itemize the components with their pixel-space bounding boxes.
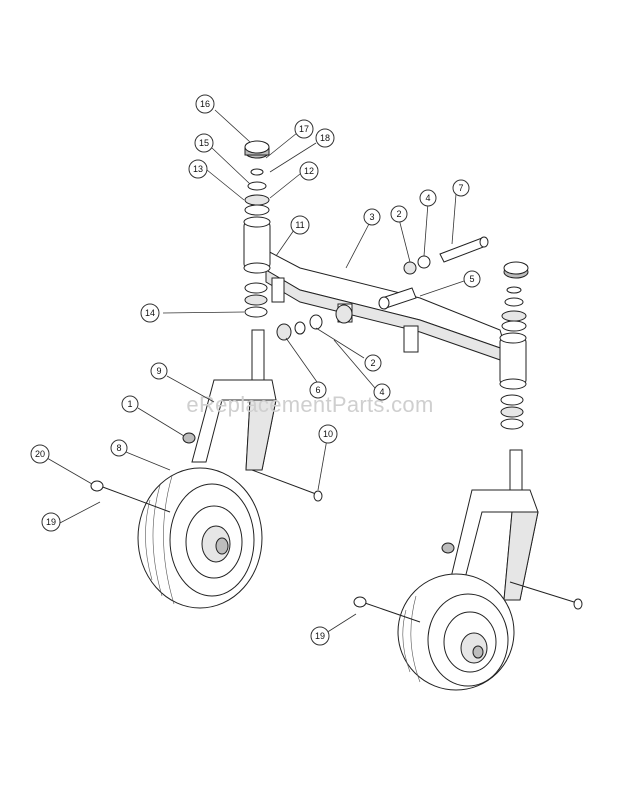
right-upper-bearing-stack	[501, 261, 529, 332]
left-nut	[182, 432, 196, 444]
left-spindle-housing	[243, 216, 271, 274]
callout-label: 2	[370, 358, 375, 368]
callout-label: 18	[320, 133, 330, 143]
callout-label: 16	[200, 99, 210, 109]
callout-label: 1	[127, 399, 132, 409]
callout-label: 4	[379, 387, 384, 397]
callout-label: 13	[193, 164, 203, 174]
callout-10: 10	[318, 424, 338, 444]
callout-17: 17	[294, 119, 314, 139]
callout-label: 14	[145, 308, 155, 318]
left-caster-fork	[191, 329, 277, 471]
right-axle-bolt	[353, 596, 421, 623]
callout-19-right: 19	[310, 626, 330, 646]
callout-label: 2	[396, 209, 401, 219]
callout-leaders	[46, 109, 465, 634]
callout-16: 16	[195, 94, 215, 114]
middle-hardware	[276, 304, 353, 341]
callout-label: 5	[469, 274, 474, 284]
callout-19-left: 19	[41, 512, 61, 532]
right-nut	[441, 542, 455, 554]
callout-8: 8	[110, 439, 128, 457]
right-spindle-bolt	[509, 581, 583, 610]
callout-9: 9	[150, 362, 168, 380]
callout-label: 9	[156, 366, 161, 376]
callout-3: 3	[363, 208, 381, 226]
callout-5: 5	[463, 270, 481, 288]
callout-label: 20	[35, 449, 45, 459]
callout-label: 6	[315, 385, 320, 395]
callout-7: 7	[452, 179, 470, 197]
callout-label: 3	[369, 212, 374, 222]
left-spindle-bolt	[251, 469, 323, 502]
watermark-text: eReplacementParts.com	[186, 392, 433, 417]
right-spindle-housing	[499, 332, 527, 390]
callout-12: 12	[299, 161, 319, 181]
callout-14: 14	[140, 303, 160, 323]
callout-18: 18	[315, 128, 335, 148]
callout-label: 10	[323, 429, 333, 439]
callout-15: 15	[194, 133, 214, 153]
callout-13: 13	[188, 159, 208, 179]
callout-label: 15	[199, 138, 209, 148]
upper-right-hardware	[378, 236, 489, 310]
callout-label: 8	[116, 443, 121, 453]
callout-4-upper: 4	[419, 189, 437, 207]
callout-label: 11	[295, 220, 304, 230]
right-lower-bearing-stack	[500, 394, 524, 430]
callout-label: 7	[458, 183, 463, 193]
left-lower-bearing-stack	[244, 282, 268, 318]
callout-11: 11	[290, 215, 310, 235]
callout-label: 19	[46, 517, 56, 527]
left-upper-bearing-stack	[244, 140, 270, 216]
callout-6: 6	[309, 381, 327, 399]
left-axle-bolt	[90, 480, 171, 513]
callout-4-middle: 4	[373, 383, 391, 401]
callout-label: 19	[315, 631, 325, 641]
callout-label: 17	[299, 124, 309, 134]
left-wheel	[137, 467, 263, 609]
callout-2-middle: 2	[364, 354, 382, 372]
right-wheel	[397, 573, 515, 691]
callout-1: 1	[121, 395, 139, 413]
right-caster-fork	[447, 449, 539, 601]
callout-2-upper: 2	[390, 205, 408, 223]
callout-label: 12	[304, 166, 314, 176]
callout-label: 4	[425, 193, 430, 203]
callout-20: 20	[30, 444, 50, 464]
